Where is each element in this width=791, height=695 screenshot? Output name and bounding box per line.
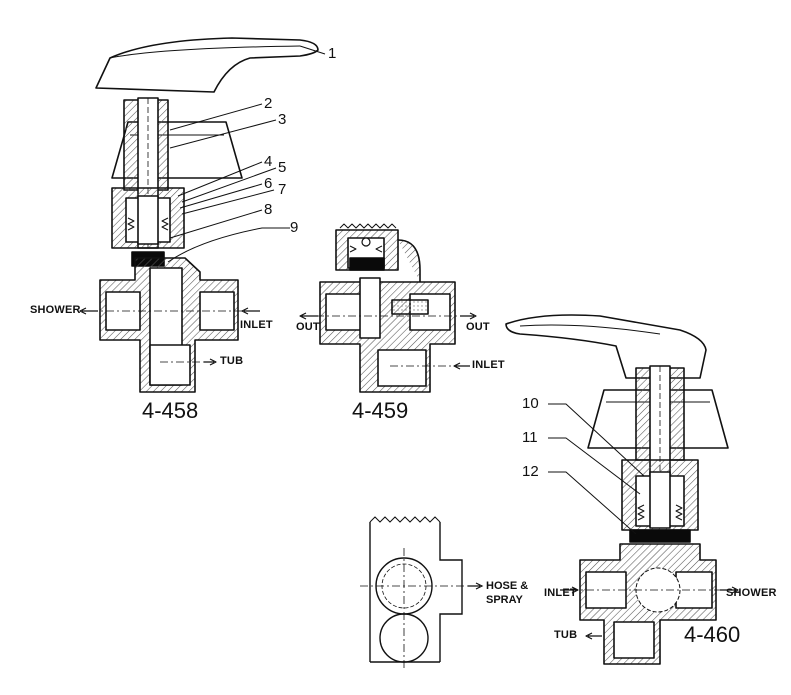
flow-label-tub-458: TUB — [220, 355, 244, 367]
seat-washer-460 — [629, 529, 691, 543]
leaders-460 — [548, 403, 645, 535]
flow-label-shower-458: SHOWER — [30, 304, 81, 316]
diverter-plug-459 — [391, 299, 429, 315]
part-number-12: 12 — [522, 463, 539, 480]
figure-id-4-458: 4-458 — [142, 398, 199, 423]
flow-label-hose-spray-2: SPRAY — [486, 594, 523, 606]
part-number-6: 6 — [264, 175, 273, 192]
flow-label-inlet-459: INLET — [472, 359, 505, 371]
figure-id-4-459: 4-459 — [352, 398, 409, 423]
valve-4-460 — [505, 314, 739, 665]
out-right-arrow-459 — [460, 312, 477, 320]
part-number-5: 5 — [278, 159, 287, 176]
part-number-7: 7 — [278, 181, 287, 198]
spring-460 — [637, 504, 683, 521]
shower-arrow-458 — [79, 307, 98, 315]
lever-handle-460 — [505, 314, 707, 379]
spring-458 — [127, 217, 169, 231]
flow-label-shower-460: SHOWER — [726, 587, 777, 599]
valve-4-458 — [79, 37, 326, 393]
part-number-4: 4 — [264, 153, 273, 170]
inlet-arrow-459 — [453, 362, 470, 370]
flow-label-hose-spray-1: HOSE & — [486, 580, 529, 592]
tub-arrow-458 — [204, 358, 217, 366]
hose-spray-arrow — [468, 582, 484, 590]
part-number-11: 11 — [522, 429, 538, 446]
flow-label-inlet-458: INLET — [240, 319, 273, 331]
flow-label-out-right-459: OUT — [466, 321, 490, 333]
flow-label-out-left-459: OUT — [296, 321, 320, 333]
part-number-2: 2 — [264, 95, 273, 112]
part-number-10: 10 — [522, 395, 539, 412]
out-left-arrow-459 — [299, 312, 318, 320]
shower-arrow-460 — [720, 586, 739, 594]
port-lower — [379, 613, 429, 663]
lever-handle-458 — [95, 37, 319, 93]
tub-arrow-460 — [585, 632, 602, 640]
inlet-arrow-458 — [241, 307, 260, 315]
valve-4-459 — [299, 223, 477, 393]
figure-id-4-460: 4-460 — [684, 622, 741, 647]
part-number-1: 1 — [328, 45, 337, 62]
part-number-9: 9 — [290, 219, 299, 236]
leaders-458 — [167, 45, 326, 263]
seat-washer-459 — [349, 257, 385, 271]
hose-spray-detail — [360, 516, 484, 668]
flow-label-inlet-460: INLET — [544, 587, 577, 599]
part-number-3: 3 — [278, 111, 287, 128]
part-number-8: 8 — [264, 201, 273, 218]
flow-label-tub-460: TUB — [554, 629, 578, 641]
inlet-arrow-460 — [560, 586, 579, 594]
